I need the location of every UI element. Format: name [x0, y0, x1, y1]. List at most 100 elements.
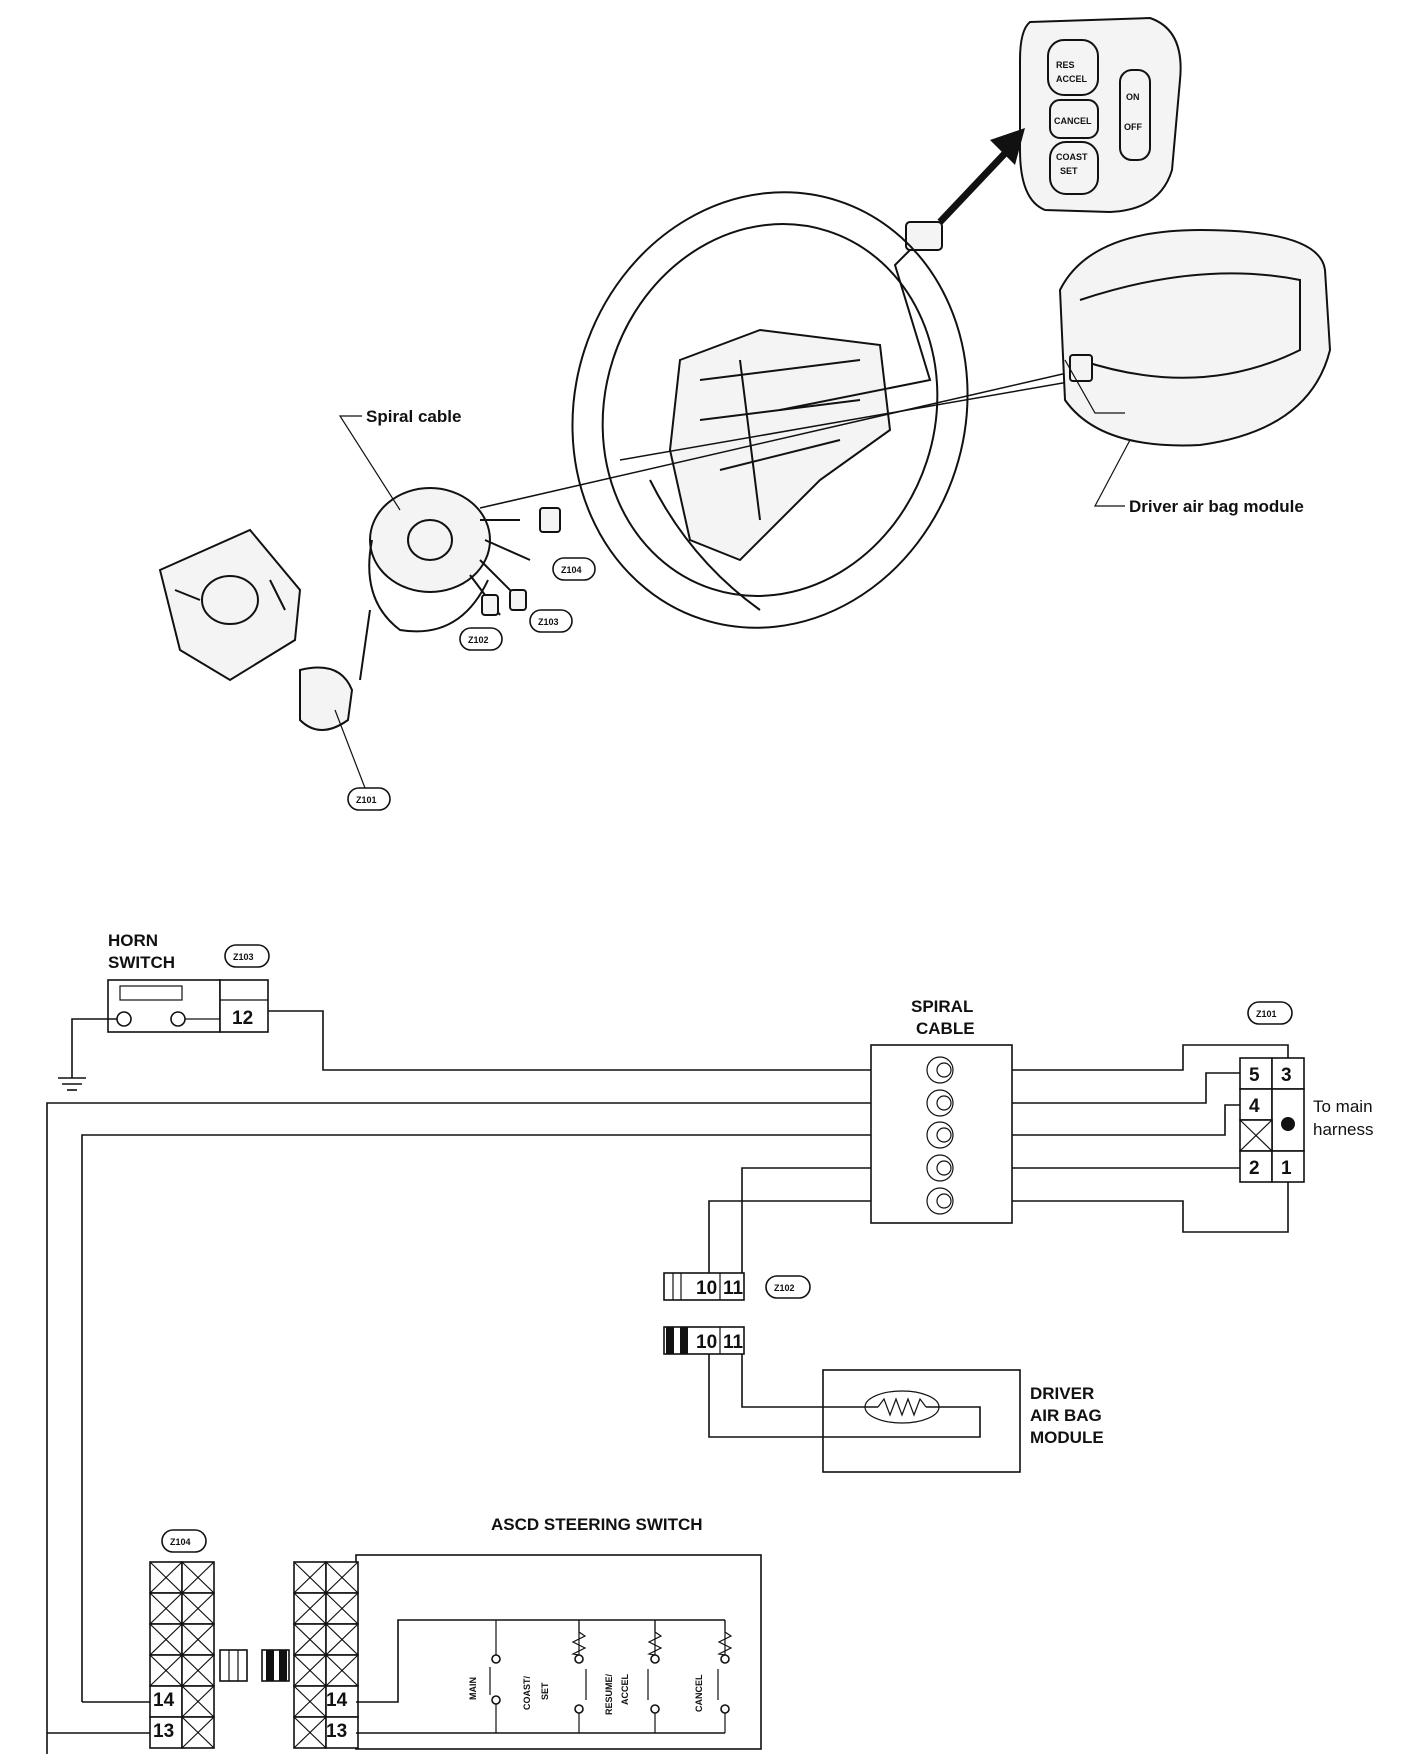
- cavity-cross: [293, 1654, 327, 1687]
- svg-text:11: 11: [723, 1278, 744, 1299]
- callouts: Spiral cable Driver air bag module Z104 …: [334, 359, 1304, 811]
- connector-tag-z101: Z101: [347, 787, 391, 811]
- column-switch-base-illustration: [158, 528, 302, 682]
- spiral-cable-illustration: [299, 487, 561, 731]
- connector-tag-z104: Z104: [552, 557, 596, 581]
- svg-text:14: 14: [153, 1690, 175, 1711]
- z101-marker-dot: [1281, 1117, 1295, 1131]
- svg-text:13: 13: [326, 1721, 347, 1742]
- svg-text:MODULE: MODULE: [1030, 1428, 1104, 1447]
- svg-text:2: 2: [1249, 1158, 1260, 1179]
- wiring-schematic: HORN SWITCH Z103 12 SPIRAL CABLE: [46, 931, 1373, 1754]
- wires: [46, 1010, 1289, 1754]
- cavity-cross: [181, 1561, 215, 1594]
- connector-cavity: [325, 1685, 359, 1718]
- cavity-cross: [293, 1623, 327, 1656]
- spiral-coils: [926, 1056, 954, 1215]
- svg-text:14: 14: [326, 1690, 348, 1711]
- z101-connector: Z101 5 3 4 2 1 To main harness: [1239, 1001, 1373, 1183]
- cavity-cross: [293, 1592, 327, 1625]
- cavity-cross: [325, 1561, 359, 1594]
- svg-text:AIR BAG: AIR BAG: [1030, 1406, 1102, 1425]
- cavity-cross: [181, 1685, 215, 1718]
- svg-text:Z102: Z102: [468, 635, 489, 645]
- cavity-cross: [149, 1623, 183, 1656]
- cancel-label: CANCEL: [1054, 116, 1092, 126]
- svg-text:Z103: Z103: [538, 617, 559, 627]
- cavity-cross: [181, 1654, 215, 1687]
- cavity-cross: [149, 1561, 183, 1594]
- z102-connector: 10 11 Z102: [663, 1272, 811, 1301]
- airbag-connector: 10 11: [663, 1326, 745, 1355]
- accel-contact-label: ACCEL: [620, 1673, 630, 1705]
- svg-text:1: 1: [1281, 1158, 1292, 1179]
- svg-text:10: 10: [696, 1278, 717, 1299]
- set-label: SET: [1060, 166, 1078, 176]
- z101-tag: [1247, 1001, 1293, 1025]
- cavity-cross: [325, 1623, 359, 1656]
- resume-contact-label: RESUME/: [604, 1673, 614, 1715]
- svg-text:Z102: Z102: [774, 1283, 795, 1293]
- ascd-switch-pad-illustration: RES ACCEL CANCEL COAST SET ON OFF: [1019, 16, 1182, 214]
- cavity-cross: [181, 1623, 215, 1656]
- svg-text:Z104: Z104: [170, 1537, 191, 1547]
- z102-tag: [765, 1275, 811, 1299]
- coast-contact-label: COAST/: [522, 1676, 532, 1711]
- connector-tag-z103: Z103: [529, 609, 573, 633]
- cavity-cross: [293, 1716, 327, 1749]
- svg-text:Z103: Z103: [233, 952, 254, 962]
- horn-pin-12: 12: [232, 1008, 253, 1029]
- svg-text:10: 10: [696, 1332, 717, 1353]
- svg-text:CABLE: CABLE: [916, 1019, 975, 1038]
- z104-tag: [161, 1529, 207, 1553]
- driver-airbag-label: Driver air bag module: [1129, 497, 1304, 516]
- exploded-view: RES ACCEL CANCEL COAST SET ON OFF: [158, 16, 1332, 811]
- svg-text:Z104: Z104: [561, 565, 582, 575]
- ascd-title: ASCD STEERING SWITCH: [491, 1515, 703, 1534]
- cavity-cross: [181, 1592, 215, 1625]
- cavity-cross: [181, 1716, 215, 1749]
- pointer-arrow: [905, 128, 1025, 251]
- z104-connector: Z104 14 13: [149, 1529, 290, 1749]
- spiral-cable: SPIRAL CABLE: [870, 997, 1013, 1224]
- to-main-harness-note: To main: [1313, 1097, 1373, 1116]
- svg-text:SPIRAL: SPIRAL: [911, 997, 973, 1016]
- driver-airbag-module: DRIVER AIR BAG MODULE: [822, 1369, 1104, 1473]
- svg-text:SWITCH: SWITCH: [108, 953, 175, 972]
- svg-text:DRIVER: DRIVER: [1030, 1384, 1094, 1403]
- cavity-cross: [149, 1592, 183, 1625]
- cancel-contact-label: CANCEL: [694, 1674, 704, 1712]
- accel-label: ACCEL: [1056, 74, 1088, 84]
- harness-lines: [479, 249, 1081, 509]
- svg-text:4: 4: [1249, 1096, 1260, 1117]
- spiral-cable-label: Spiral cable: [366, 407, 461, 426]
- steering-wheel-illustration: [571, 191, 969, 629]
- z103-tag: [224, 944, 270, 968]
- svg-text:harness: harness: [1313, 1120, 1373, 1139]
- cavity-cross: [293, 1561, 327, 1594]
- cavity-cross: [325, 1592, 359, 1625]
- svg-text:5: 5: [1249, 1065, 1260, 1086]
- connector-cavity: [325, 1716, 359, 1749]
- main-contact-label: MAIN: [468, 1677, 478, 1700]
- svg-text:13: 13: [153, 1721, 174, 1742]
- svg-text:Z101: Z101: [1256, 1009, 1277, 1019]
- on-label: ON: [1126, 92, 1140, 102]
- svg-text:HORN: HORN: [108, 931, 158, 950]
- svg-text:11: 11: [723, 1332, 744, 1353]
- coast-label: COAST: [1056, 152, 1088, 162]
- cavity-cross: [293, 1685, 327, 1718]
- cavity-cross: [149, 1654, 183, 1687]
- set-contact-label: SET: [540, 1682, 550, 1700]
- connector-cavity: [149, 1716, 183, 1749]
- res-label: RES: [1056, 60, 1075, 70]
- cavity-cross: [325, 1654, 359, 1687]
- ascd-steering-switch: ASCD STEERING SWITCH 14 13 MAIN COAST/ S…: [293, 1515, 762, 1750]
- driver-airbag-illustration: [1058, 228, 1332, 447]
- off-label: OFF: [1124, 122, 1142, 132]
- svg-text:Z101: Z101: [356, 795, 377, 805]
- connector-tag-z102: Z102: [459, 627, 503, 651]
- horn-switch: HORN SWITCH Z103 12: [58, 931, 270, 1091]
